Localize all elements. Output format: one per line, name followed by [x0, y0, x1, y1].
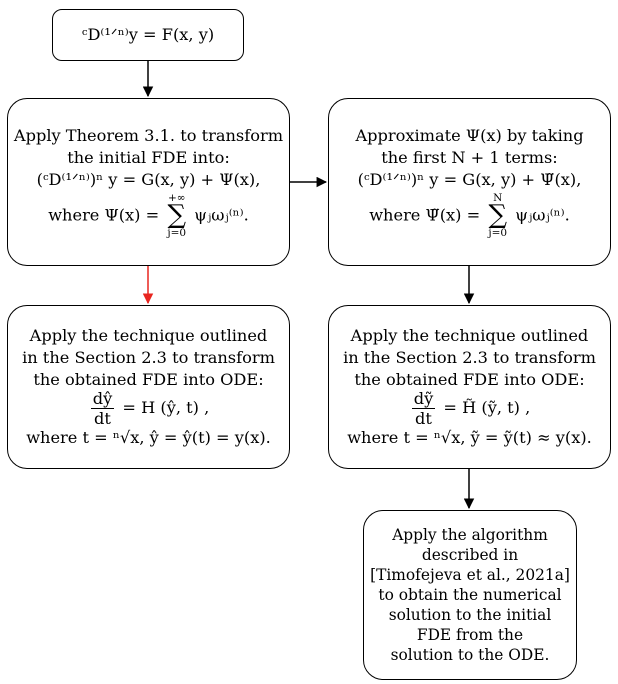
theorem-where: where Ψ(x) = +∞ ∑ j=0 ψⱼωⱼ⁽ⁿ⁾. [48, 193, 249, 239]
technique-right-rhs: = H̃ (ỹ, t) , [443, 398, 531, 418]
technique-left-line2: in the Section 2.3 to transform [22, 347, 275, 367]
start-equation: ᶜD⁽¹ᐟⁿ⁾y = F(x, y) [81, 25, 215, 45]
node-technique-left: Apply the technique outlined in the Sect… [7, 305, 290, 469]
approx-sum-upper: N [493, 191, 503, 204]
node-approx: Approximate Ψ(x) by taking the first N +… [328, 98, 611, 266]
node-algorithm: Apply the algorithm described in [Timofe… [363, 510, 577, 680]
algorithm-line4: to obtain the numerical [378, 585, 562, 604]
theorem-sum-lower: j=0 [167, 227, 187, 240]
technique-right-ode: dỹ dt = H̃ (ỹ, t) , [409, 389, 531, 429]
algorithm-line6: FDE from the [416, 626, 524, 645]
technique-right-line3: the obtained FDE into ODE: [354, 369, 585, 389]
algorithm-line2: described in [421, 545, 519, 564]
approx-sum-lower: j=0 [488, 227, 508, 240]
sigma-symbol: ∑ [488, 200, 507, 231]
node-theorem: Apply Theorem 3.1. to transform the init… [7, 98, 290, 266]
technique-right-line2: in the Section 2.3 to transform [343, 347, 596, 367]
algorithm-line3: [Timofejeva et al., 2021a] [370, 565, 570, 584]
theorem-sum-term: ψⱼωⱼ⁽ⁿ⁾. [194, 205, 249, 225]
technique-right-frac-num: dỹ [411, 389, 436, 410]
technique-right-line1: Apply the technique outlined [350, 325, 589, 345]
theorem-equation: (ᶜD⁽¹ᐟⁿ⁾)ⁿ y = G(x, y) + Ψ(x), [36, 170, 261, 190]
approx-line1: Approximate Ψ(x) by taking [355, 126, 584, 146]
node-technique-right: Apply the technique outlined in the Sect… [328, 305, 611, 469]
technique-left-where: where t = ⁿ√x, ŷ = ŷ(t) = y(x). [26, 428, 271, 448]
theorem-line2: the initial FDE into: [67, 148, 230, 168]
algorithm-line5: solution to the initial [388, 606, 552, 624]
approx-equation: (ᶜD⁽¹ᐟⁿ⁾)ⁿ y = G(x, y) + Ψ̃(x), [357, 170, 582, 190]
algorithm-line7: solution to the ODE. [390, 646, 550, 665]
approx-where-prefix: where Ψ̃(x) = [369, 205, 481, 225]
technique-right-where: where t = ⁿ√x, ỹ = ỹ(t) ≈ y(x). [347, 428, 592, 448]
technique-right-fraction: dỹ dt [411, 389, 436, 429]
technique-left-ode: dŷ dt = H (ŷ, t) , [88, 389, 210, 429]
technique-left-frac-num: dŷ [90, 389, 115, 410]
approx-sum-term: ψⱼωⱼ⁽ⁿ⁾. [515, 205, 570, 225]
technique-right-frac-den: dt [415, 409, 432, 429]
algorithm-line1: Apply the algorithm [392, 525, 548, 544]
node-start: ᶜD⁽¹ᐟⁿ⁾y = F(x, y) [52, 9, 244, 61]
technique-left-line1: Apply the technique outlined [29, 325, 268, 345]
theorem-sum-upper: +∞ [167, 191, 186, 204]
approx-line2: the first N + 1 terms: [381, 148, 558, 168]
technique-left-fraction: dŷ dt [90, 389, 115, 429]
sigma-symbol: ∑ [167, 200, 186, 231]
technique-left-frac-den: dt [94, 409, 111, 429]
theorem-where-prefix: where Ψ(x) = [48, 205, 160, 225]
theorem-line1: Apply Theorem 3.1. to transform [13, 126, 284, 146]
theorem-sum: +∞ ∑ j=0 [167, 193, 186, 239]
approx-sum: N ∑ j=0 [488, 193, 507, 239]
technique-left-line3: the obtained FDE into ODE: [33, 369, 264, 389]
technique-left-rhs: = H (ŷ, t) , [122, 398, 210, 418]
approx-where: where Ψ̃(x) = N ∑ j=0 ψⱼωⱼ⁽ⁿ⁾. [369, 193, 570, 239]
